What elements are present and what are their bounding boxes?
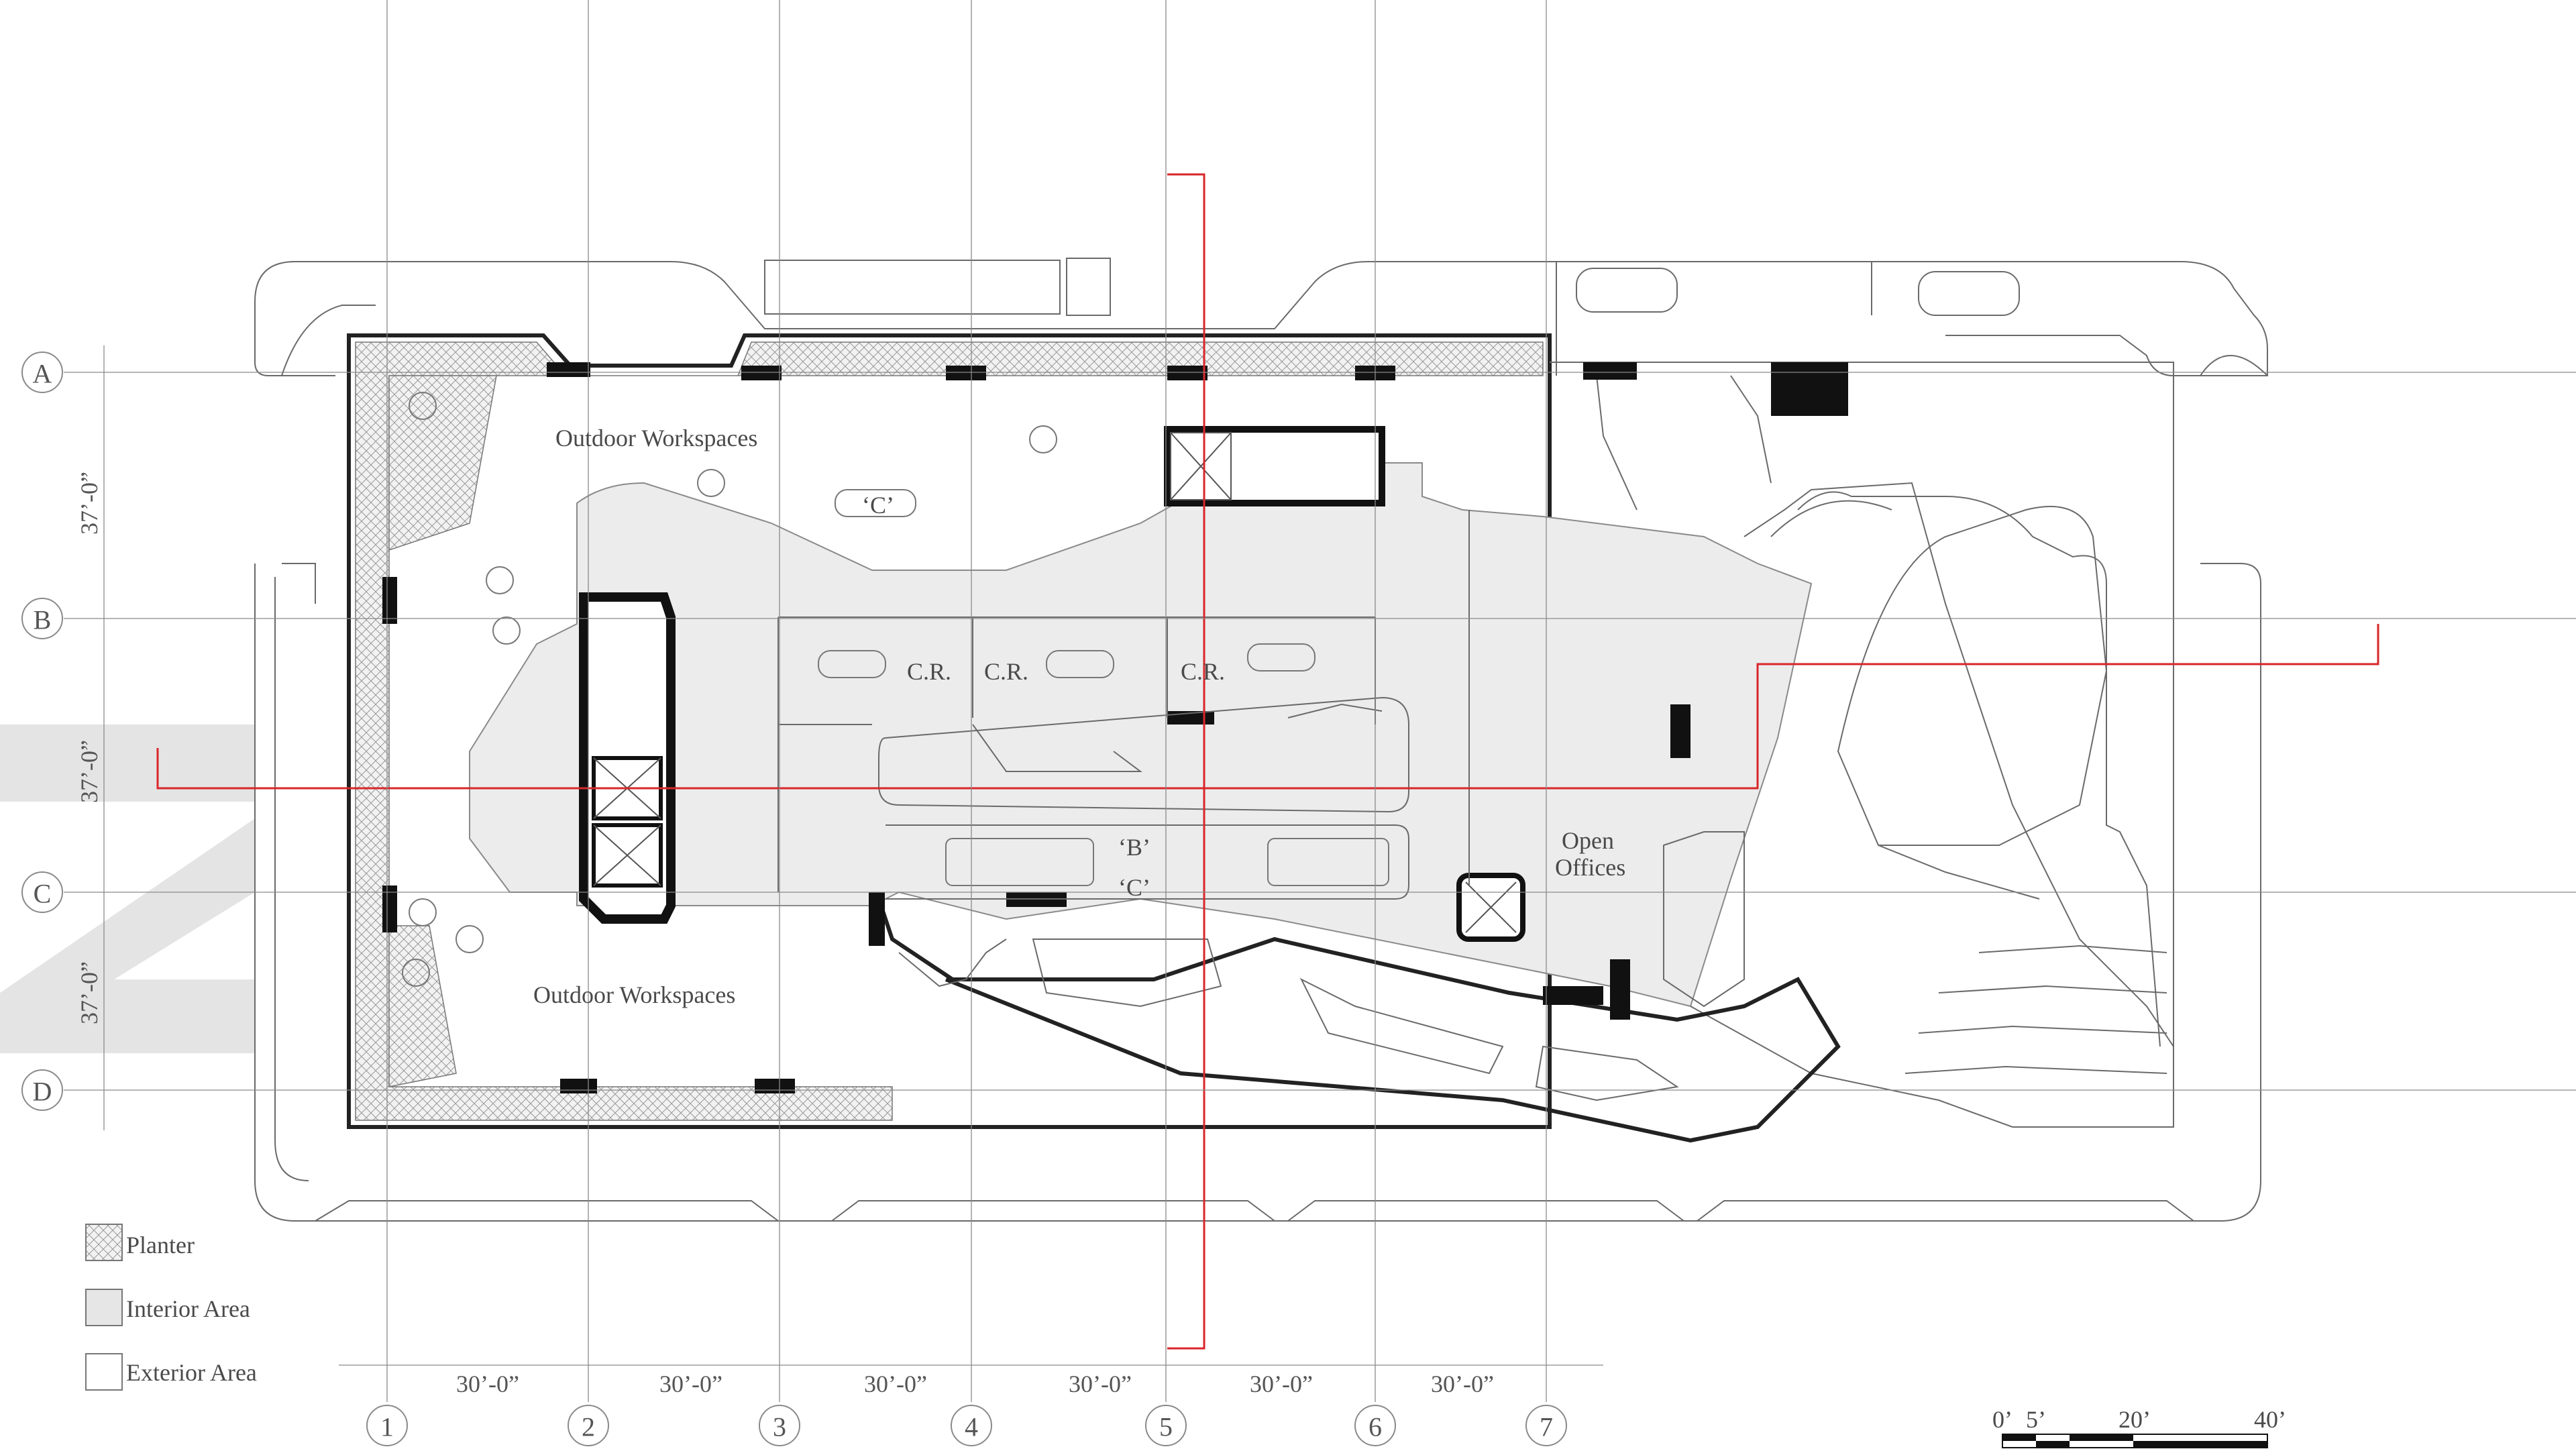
grid-label-row-c: C — [34, 879, 52, 909]
room-label-conference-room-3: C.R. — [1181, 658, 1225, 685]
dimension-col-1-2: 30’-0” — [456, 1371, 519, 1397]
legend-label-interior: Interior Area — [126, 1295, 250, 1322]
building-south-extension — [877, 831, 1841, 1143]
grid-label-col-7: 7 — [1540, 1412, 1553, 1442]
dimension-row-b-c: 37’-0” — [76, 740, 103, 803]
grid-label-row-d: D — [33, 1077, 52, 1107]
truck-icon — [764, 258, 1111, 316]
scale-label-0: 0’ — [1992, 1406, 2012, 1433]
grid-label-row-a: A — [33, 359, 52, 389]
legend-swatch-planter — [85, 1224, 123, 1261]
legend-swatch-interior — [85, 1289, 123, 1326]
grid-label-col-3: 3 — [773, 1412, 786, 1442]
legend-label-exterior: Exterior Area — [126, 1359, 257, 1386]
scale-label-40: 40’ — [2254, 1406, 2286, 1433]
building-east-wing — [1550, 362, 2174, 1128]
scale-bar — [2002, 1434, 2268, 1448]
grid-label-col-1: 1 — [380, 1412, 394, 1442]
grid-label-row-b: B — [34, 605, 52, 635]
scale-label-5: 5’ — [2026, 1406, 2046, 1433]
walls — [382, 362, 1848, 1093]
dimension-col-3-4: 30’-0” — [864, 1371, 927, 1397]
north-arrow-graphic — [0, 724, 255, 1053]
conference-tables — [818, 489, 1389, 886]
room-label-area-c: ‘C’ — [1118, 874, 1150, 901]
building-west-block — [347, 333, 1552, 1129]
core — [579, 426, 1525, 942]
furniture-round-tables — [402, 392, 1057, 987]
dimension-col-6-7: 30’-0” — [1431, 1371, 1494, 1397]
dimension-row-c-d: 37’-0” — [76, 961, 103, 1024]
grid-label-col-2: 2 — [582, 1412, 595, 1442]
car-icon — [1576, 268, 2020, 316]
dimension-col-4-5: 30’-0” — [1069, 1371, 1132, 1397]
section-cut-line — [156, 173, 2379, 1350]
room-label-conference-room-2: C.R. — [984, 658, 1028, 685]
room-label-area-b: ‘B’ — [1118, 834, 1150, 861]
grid-label-col-5: 5 — [1159, 1412, 1173, 1442]
legend-label-planter: Planter — [126, 1232, 195, 1258]
room-label-open-offices-line1: Open — [1562, 827, 1614, 854]
room-label-conference-c: ‘C’ — [862, 492, 894, 519]
grid-label-col-4: 4 — [965, 1412, 978, 1442]
room-label-outdoor-workspaces-north: Outdoor Workspaces — [555, 425, 757, 451]
dimension-col-2-3: 30’-0” — [659, 1371, 722, 1397]
room-label-outdoor-workspaces-south: Outdoor Workspaces — [533, 981, 735, 1008]
room-label-conference-room-1: C.R. — [907, 658, 951, 685]
legend-swatch-exterior — [85, 1353, 123, 1391]
site-outline — [254, 261, 2268, 1222]
scale-label-20: 20’ — [2118, 1406, 2151, 1433]
grid-bubbles — [21, 352, 1567, 1446]
dimension-col-5-6: 30’-0” — [1250, 1371, 1313, 1397]
grid-lines — [64, 0, 2576, 1402]
room-label-open-offices-line2: Offices — [1555, 854, 1625, 881]
grid-label-col-6: 6 — [1368, 1412, 1382, 1442]
partitions — [777, 510, 1470, 900]
dimension-row-a-b: 37’-0” — [76, 472, 103, 535]
